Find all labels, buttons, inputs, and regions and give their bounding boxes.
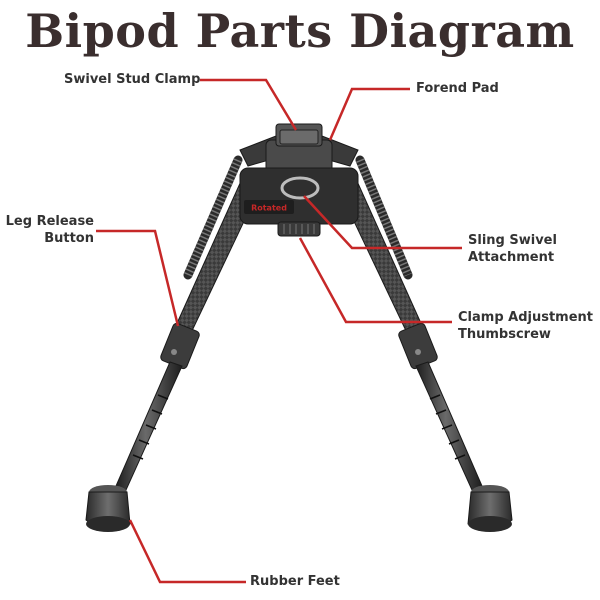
leader-rubber-feet (128, 519, 246, 584)
left-rubber-foot (85, 485, 131, 532)
label-swivel-stud-clamp: Swivel Stud Clamp (64, 72, 201, 87)
leader-lines (96, 78, 462, 584)
leader-forend-pad (328, 87, 410, 141)
right-spring (355, 155, 413, 280)
right-leg-release-collar (398, 322, 438, 370)
diagram-title: Bipod Parts Diagram (25, 4, 575, 58)
sling-swivel-ring (280, 176, 320, 200)
left-leg-release-collar (160, 322, 200, 370)
right-lower-leg (415, 361, 483, 491)
label-forend-pad: Forend Pad (416, 81, 499, 96)
left-spring (183, 155, 243, 280)
label-leg-release-button: Leg Release Button (5, 214, 94, 246)
left-lower-leg (115, 361, 183, 491)
clamp-adjustment-thumbscrew (277, 221, 321, 237)
svg-text:Rotated: Rotated (251, 204, 287, 213)
leader-swivel-stud-clamp (200, 78, 298, 131)
leader-clamp-adjustment (298, 237, 452, 324)
label-clamp-adjustment-thumbscrew: Clamp Adjustment Thumbscrew (458, 310, 594, 342)
leader-leg-release (96, 229, 180, 327)
leader-sling-swivel (303, 195, 462, 250)
right-rubber-foot (467, 485, 513, 532)
label-rubber-feet: Rubber Feet (250, 574, 340, 589)
swivel-stud-clamp-part (279, 129, 319, 145)
brand-logo: Rotated (244, 200, 294, 214)
bipod-body (239, 123, 359, 225)
label-sling-swivel-attachment: Sling Swivel Attachment (468, 233, 557, 265)
